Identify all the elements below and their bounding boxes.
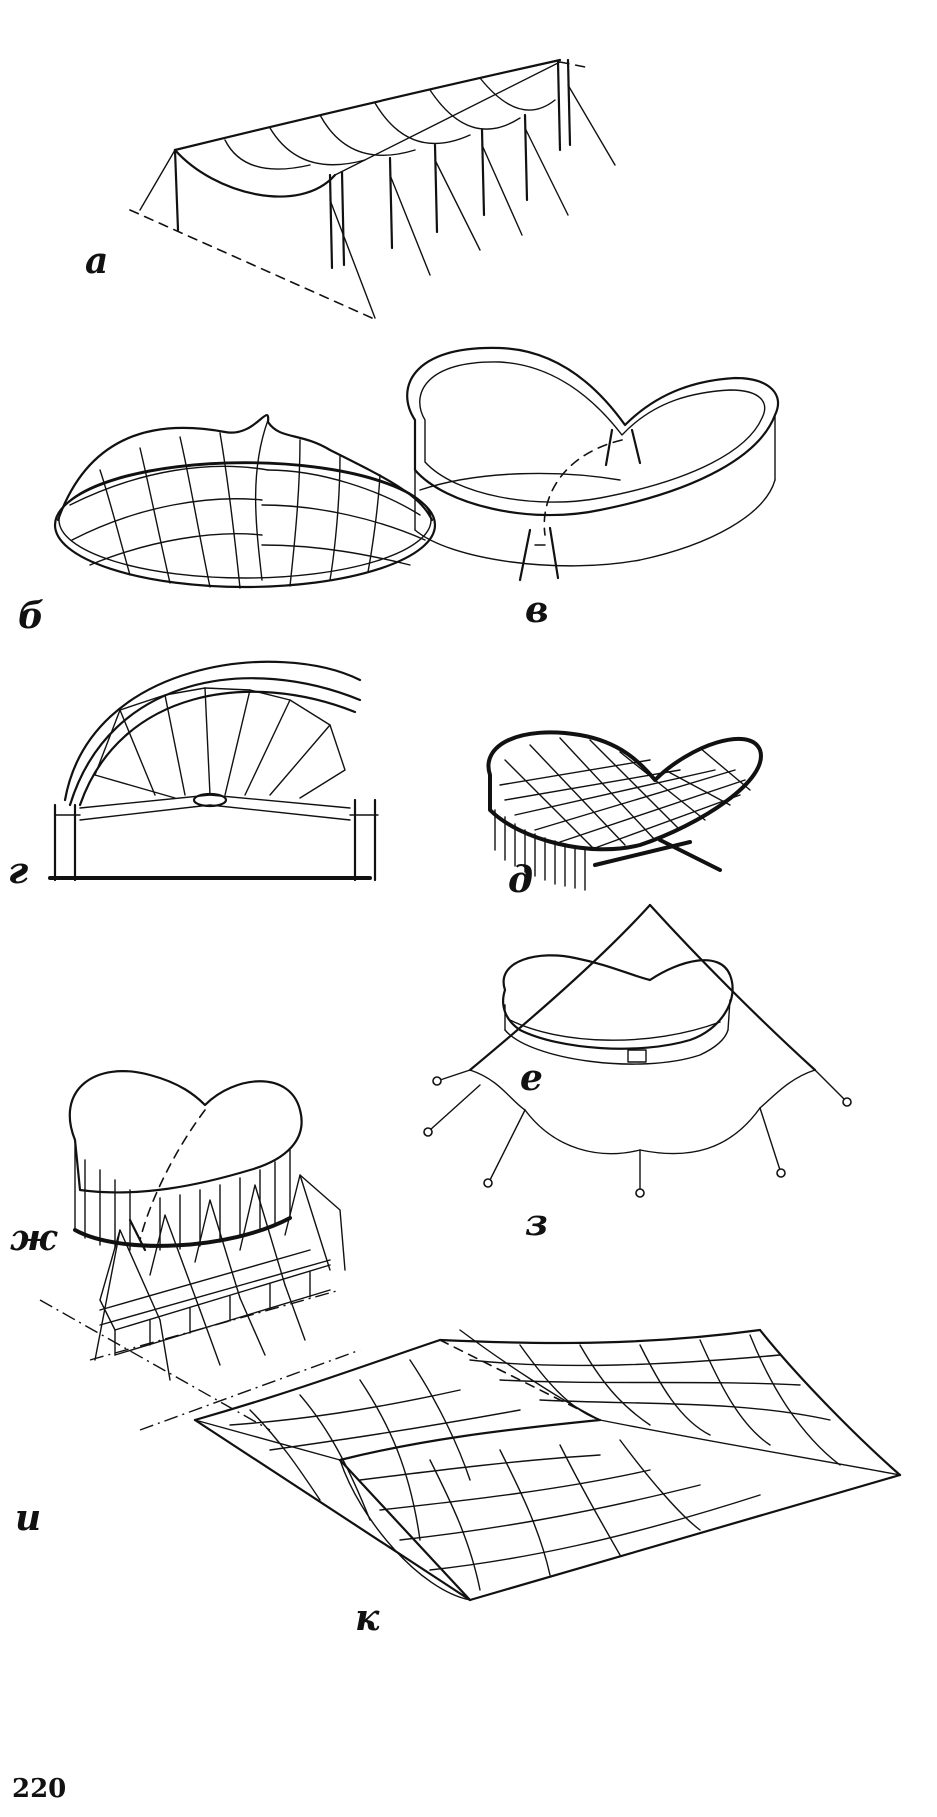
drawing-e-closed-cover — [502, 954, 734, 1065]
drawing-v-heart-ring-shell — [406, 346, 780, 582]
drawing-k-hypar-canopy — [193, 1328, 902, 1602]
label-k: к — [355, 1597, 380, 1639]
label-b: б — [18, 595, 44, 637]
drawing-z-cable-scheme — [423, 903, 852, 1198]
label-g: г — [8, 850, 29, 892]
label-d: д — [508, 859, 534, 901]
drawing-a-tent-structure — [129, 58, 616, 319]
label-e: е — [520, 1057, 543, 1099]
drawing-d-heart-net-shell — [486, 730, 763, 891]
drawing-zh-drum-roof — [68, 1070, 303, 1252]
drawing-b-saddle-net-shell — [53, 414, 437, 589]
label-a: а — [85, 240, 109, 282]
label-i: и — [15, 1497, 42, 1539]
label-z: з — [525, 1202, 548, 1244]
page-number: 220 — [12, 1774, 67, 1804]
drawing-g-radial-cable-section — [48, 660, 379, 882]
label-v: в — [525, 589, 549, 631]
label-zh: ж — [10, 1217, 58, 1259]
